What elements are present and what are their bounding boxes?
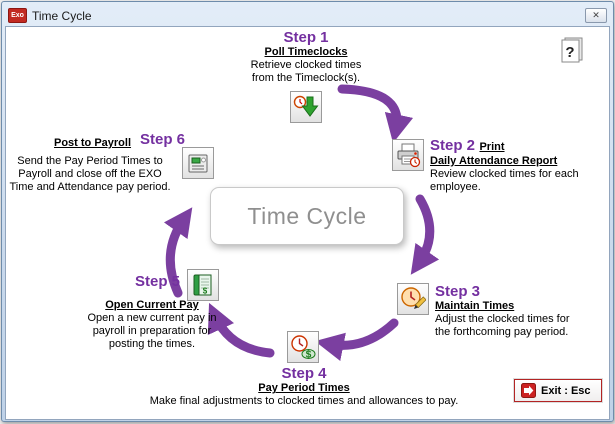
post-to-payroll-icon[interactable] [182,147,214,179]
app-icon: Exo [8,8,27,23]
clock-money-glyph: $ [291,335,316,361]
poll-timeclocks-glyph [293,96,319,118]
step-3-title: Maintain Times [435,300,515,313]
ledger-glyph: $ [193,274,212,296]
step-5-block: Open Current Pay Open a new current pay … [54,299,250,351]
center-title-box: Time Cycle [210,187,404,245]
printer-glyph [397,143,421,168]
step-2-block: Step 2 Print Daily Attendance Report Rev… [430,137,592,194]
step-1-title: Poll Timeclocks [264,46,348,59]
step-2-title2: Daily Attendance Report [430,155,558,167]
help-icon: ? [561,37,583,63]
step-2-desc: Review clocked times for each employee. [430,168,579,194]
step-5-desc: Open a new current pay in payroll in pre… [87,312,217,351]
exit-button[interactable]: Exit : Esc [513,378,603,403]
step-3-block: Step 3 Maintain Times Adjust the clocked… [435,283,597,339]
step-2-title: Print [479,141,505,153]
step-3-label: Step 3 [435,283,481,300]
pay-period-times-icon[interactable]: $ [287,331,319,363]
window-title: Time Cycle [32,8,92,23]
step-5-title: Open Current Pay [105,299,199,311]
close-button[interactable]: ✕ [585,8,607,23]
poll-timeclocks-icon[interactable] [290,91,322,124]
maintain-times-icon[interactable] [397,283,429,315]
svg-text:?: ? [565,44,574,61]
step-1-block: Step 1 Poll Timeclocks Retrieve clocked … [222,29,390,124]
svg-text:$: $ [306,350,312,361]
dialog-content: ? Step 1 Poll Timeclocks Retrieve clocke… [5,26,610,420]
step-4-block: Step 4 Pay Period Times Make final adjus… [132,365,476,408]
step-5-label: Step 5 [134,273,180,290]
center-title: Time Cycle [247,202,367,229]
step-2-label: Step 2 [430,137,476,154]
exit-button-label: Exit : Esc [541,384,591,397]
step-4-title: Pay Period Times [258,382,350,395]
open-current-pay-icon[interactable]: $ [187,269,219,301]
step-4-label: Step 4 [281,365,327,382]
svg-text:$: $ [203,287,208,296]
arrow-step3-to-step4 [314,318,399,361]
arrow-step2-to-step3 [410,194,440,275]
step-6-desc: Send the Pay Period Times to Payroll and… [9,155,171,193]
step-6-label: Step 6 [140,131,186,148]
step-3-desc: Adjust the clocked times for the forthco… [435,313,570,339]
clock-edit-glyph [401,287,426,309]
payroll-post-glyph [188,154,208,173]
step-1-label: Step 1 [283,29,329,46]
help-button[interactable]: ? [554,31,590,67]
step-4-desc: Make final adjustments to clocked times … [149,395,459,408]
exit-icon [521,383,536,398]
print-daily-attendance-icon[interactable] [392,139,424,171]
titlebar: Exo Time Cycle ✕ [5,5,610,26]
step-6-title: Post to Payroll [54,137,132,149]
step-1-desc: Retrieve clocked times from the Timecloc… [250,59,362,85]
